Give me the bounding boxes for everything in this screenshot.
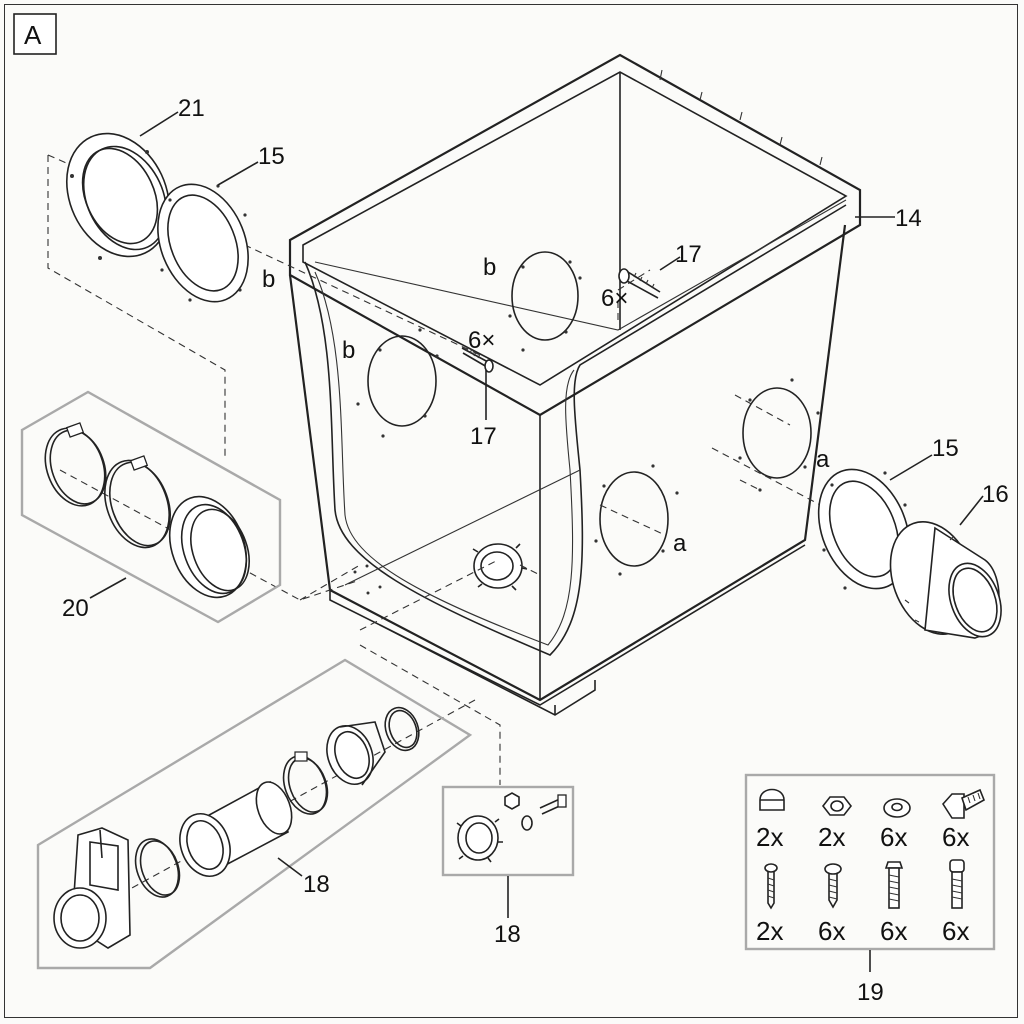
hex-bolt-icon xyxy=(941,788,986,819)
callout-18-left: 18 xyxy=(303,871,330,898)
union-nut-floor xyxy=(472,543,528,591)
screw-17-left xyxy=(461,346,494,373)
gasket-15-right xyxy=(817,468,911,590)
flange-adapter-16 xyxy=(889,521,1002,639)
flange-adapter-21 xyxy=(65,132,171,260)
leader-lines xyxy=(89,111,984,972)
callout-15-top: 15 xyxy=(258,143,285,170)
quantity-6x-top: 6× xyxy=(601,285,628,312)
kit-washer-small xyxy=(521,815,533,831)
panel-label-box: A xyxy=(13,13,57,55)
callout-20: 20 xyxy=(62,595,89,622)
round-head-screw-icon xyxy=(824,863,842,909)
kit-qty-washer: 6x xyxy=(880,822,907,852)
kit-qty-hex-bolt: 6x xyxy=(942,822,969,852)
kit-box-20 xyxy=(20,390,282,624)
callout-17-mid: 17 xyxy=(470,423,497,450)
kit-qty-pan-head-screw: 2x xyxy=(756,916,783,946)
kit-screw-small xyxy=(539,794,567,815)
kit-qty-hex-nut: 2x xyxy=(818,822,845,852)
hex-nut-icon xyxy=(821,796,853,816)
mounting-hole-left-b xyxy=(356,328,439,438)
callout-14: 14 xyxy=(895,205,922,232)
pipe-section xyxy=(179,780,293,877)
hose-clamp-d xyxy=(282,751,329,815)
callout-15-right: 15 xyxy=(932,435,959,462)
mounting-hole-right-a xyxy=(738,378,820,492)
kit-box-18-mid xyxy=(441,785,575,877)
hole-marker-a-front: a xyxy=(673,530,687,557)
acorn-nut-icon xyxy=(759,788,785,811)
hole-marker-a-right: a xyxy=(816,446,830,473)
kit-qty-hex-head-screw: 6x xyxy=(880,916,907,946)
pan-head-screw-icon xyxy=(764,863,778,910)
callout-18-mid: 18 xyxy=(494,921,521,948)
hose-clamp-b xyxy=(104,455,171,549)
callout-16: 16 xyxy=(982,481,1009,508)
callout-labels: 21 15 14 17 17 15 16 20 18 18 19 b b b a… xyxy=(62,95,1009,1006)
rubber-coupling xyxy=(168,495,250,599)
hardware-kit-box-19 xyxy=(744,773,996,951)
kit-qty-acorn-nut: 2x xyxy=(756,822,783,852)
kit-qty-round-head-screw: 6x xyxy=(818,916,845,946)
tank-box xyxy=(288,53,862,716)
socket-cap-screw-icon xyxy=(949,859,965,909)
callout-21: 21 xyxy=(178,95,205,122)
hole-marker-b-left: b xyxy=(342,337,355,364)
callout-17-top: 17 xyxy=(675,241,702,268)
gasket-15-top xyxy=(157,183,249,303)
washer-icon xyxy=(883,798,911,818)
hose-clamp-c xyxy=(134,838,181,898)
pipe-adapter xyxy=(326,721,386,786)
panel-label: A xyxy=(24,20,42,50)
drawing-frame xyxy=(4,4,1018,1018)
kit-qty-socket-cap-screw: 6x xyxy=(942,916,969,946)
quantity-6x-mid: 6× xyxy=(468,327,495,354)
callout-19: 19 xyxy=(857,979,884,1006)
o-ring xyxy=(384,706,420,752)
hose-clamp-a xyxy=(44,422,107,507)
mounting-hole-back-b xyxy=(508,251,582,352)
screw-17-right xyxy=(618,268,661,299)
kit-nut-small xyxy=(504,792,520,810)
mounting-hole-front-a xyxy=(594,464,679,576)
union-nut-kit xyxy=(456,815,503,863)
hole-marker-b-back: b xyxy=(483,254,496,281)
kit-box-18-left xyxy=(36,658,473,970)
hex-head-screw-icon xyxy=(884,861,904,909)
backflow-valve xyxy=(53,827,131,949)
hole-marker-b-flange: b xyxy=(262,266,275,293)
drain-hole-marks xyxy=(353,564,382,595)
